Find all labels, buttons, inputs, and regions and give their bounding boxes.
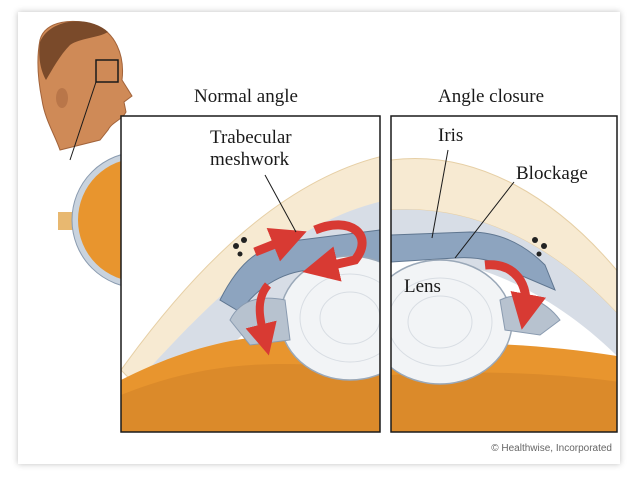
- angle-closure-panel: [391, 116, 617, 432]
- blockage-label: Blockage: [516, 163, 588, 184]
- normal-angle-frame: [120, 115, 381, 433]
- zoom-line-head: [69, 81, 97, 161]
- trabecular-label-line2: meshwork: [210, 149, 290, 170]
- eye-highlight-box: [95, 59, 119, 83]
- normal-angle-heading: Normal angle: [194, 86, 298, 107]
- normal-angle-panel: [121, 116, 380, 432]
- head-profile: [37, 20, 133, 151]
- trabecular-label-line1: Trabecular: [210, 127, 292, 148]
- angle-closure-heading: Angle closure: [438, 86, 545, 107]
- iris-label: Iris: [438, 125, 464, 146]
- copyright-credit: © Healthwise, Incorporated: [491, 443, 612, 454]
- angle-closure-frame: [390, 115, 618, 433]
- lens-label: Lens: [404, 276, 441, 297]
